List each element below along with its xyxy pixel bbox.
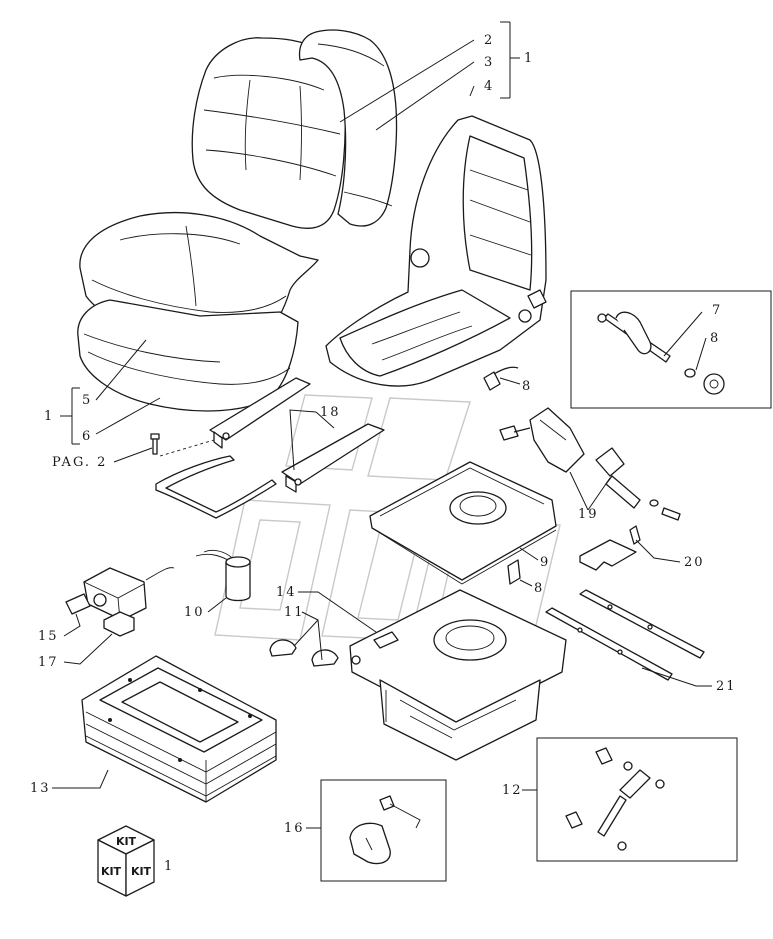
callout-labels: 2 3 4 1 7 8 8 5 6 1 PAG. 2 18 19 9 8 20 …: [30, 33, 737, 874]
callout-7: 7: [712, 303, 722, 318]
seat-back-cushion-front: [191, 37, 346, 229]
callout-21: 21: [716, 679, 737, 694]
kit-label-right: KIT: [131, 865, 152, 878]
callout-1-kit: 1: [164, 859, 174, 874]
kit-cube-icon: KIT KIT KIT: [97, 825, 155, 897]
callout-17: 17: [38, 655, 59, 670]
callout-5: 5: [82, 393, 92, 408]
spacer-small: [507, 559, 521, 585]
detail-box-7-8: [570, 290, 772, 409]
seat-belt-assembly: [499, 407, 681, 521]
callout-8-low: 8: [534, 581, 544, 596]
callout-1-left: 1: [44, 409, 54, 424]
bellows-cover: [81, 655, 277, 803]
callout-16: 16: [284, 821, 305, 836]
callout-2: 2: [484, 33, 494, 48]
bolt-pag2: [150, 433, 215, 457]
callout-8-mid: 8: [522, 379, 532, 394]
callout-4: 4: [484, 79, 494, 94]
cylinder-component: [195, 549, 251, 602]
leader-lines: [52, 21, 712, 829]
callout-19: 19: [578, 507, 599, 522]
valve-assembly: [65, 567, 175, 621]
seat-cushion-base: [77, 299, 299, 412]
seat-back-cushion-rear: [298, 29, 398, 227]
seat-frame: [325, 115, 547, 387]
callout-12: 12: [502, 783, 523, 798]
callout-10: 10: [184, 605, 205, 620]
detail-box-16: [320, 779, 447, 882]
slide-rails: [155, 377, 385, 519]
knob-small: [483, 366, 519, 391]
clip-part: [103, 611, 135, 637]
callout-15: 15: [38, 629, 59, 644]
callout-3: 3: [484, 55, 494, 70]
kit-label-top: KIT: [116, 835, 137, 848]
end-caps: [269, 639, 339, 667]
callout-11: 11: [284, 605, 305, 620]
callout-1-top: 1: [524, 51, 534, 66]
callout-6: 6: [82, 429, 92, 444]
callout-8-box: 8: [710, 331, 720, 346]
bracket: [579, 525, 641, 571]
callout-13: 13: [30, 781, 51, 796]
suspension-base: [349, 589, 567, 761]
base-plate: [369, 461, 557, 585]
callout-14: 14: [276, 585, 297, 600]
callout-18: 18: [320, 405, 341, 420]
mounting-straps: [545, 589, 705, 681]
callout-pag2: PAG. 2: [52, 455, 107, 470]
detail-box-12: [536, 737, 738, 862]
callout-20: 20: [684, 555, 705, 570]
kit-label-left: KIT: [101, 865, 122, 878]
callout-9: 9: [540, 555, 550, 570]
